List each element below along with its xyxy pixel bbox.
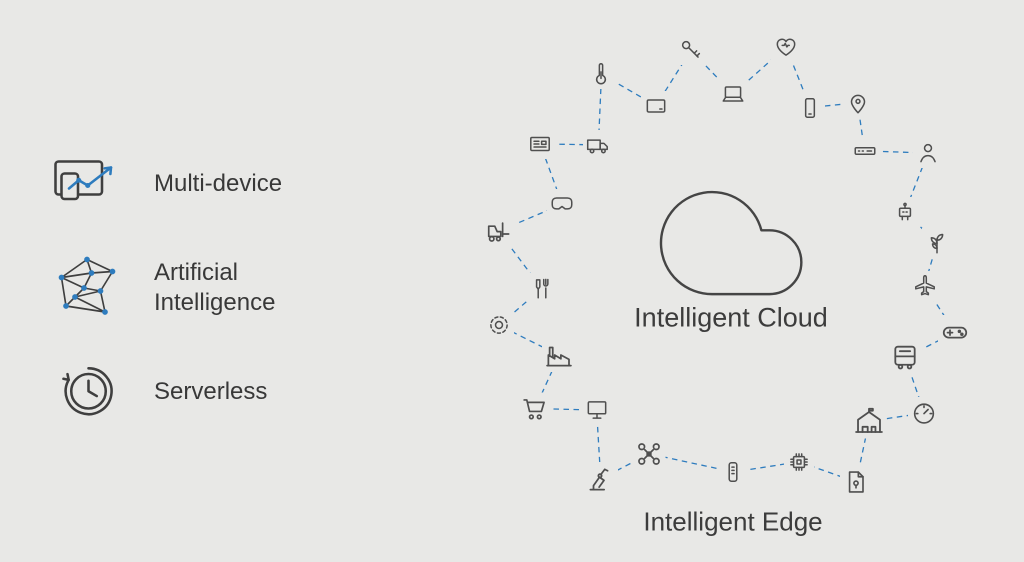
- legend-label-multi-device: Multi-device: [154, 170, 283, 197]
- legend-label-artificial-intelligence: Artificial Intelligence: [154, 259, 276, 316]
- artificial-intelligence-icon: [50, 252, 124, 324]
- airplane-icon: [909, 270, 940, 301]
- key-icon: [675, 35, 706, 66]
- router-icon: [849, 135, 880, 166]
- secure-document-icon: [840, 466, 873, 498]
- drone-icon: [632, 437, 666, 471]
- legend-item-artificial-intelligence: Artificial Intelligence: [50, 252, 329, 324]
- heart-monitor-icon: [771, 31, 802, 62]
- chip-icon: [784, 446, 815, 477]
- robot-arm-icon: [583, 461, 618, 496]
- serverless-icon: [50, 356, 124, 428]
- laptop-icon: [718, 79, 749, 110]
- forklift-icon: [482, 214, 516, 248]
- gear-icon: [484, 310, 515, 341]
- location-pin-icon: [842, 87, 873, 118]
- delivery-van-icon: [583, 129, 614, 160]
- shopping-cart-icon: [518, 392, 552, 425]
- plant-icon: [921, 227, 952, 258]
- intelligent-cloud-label: Intelligent Cloud: [634, 302, 828, 333]
- smartphone-icon: [795, 92, 826, 123]
- legend-label-serverless: Serverless: [154, 378, 268, 405]
- legend-item-multi-device: Multi-device: [50, 148, 329, 220]
- newspaper-icon: [525, 128, 556, 159]
- school-icon: [851, 403, 887, 439]
- tablet-icon: [640, 90, 671, 121]
- multi-device-icon: [50, 148, 124, 220]
- tools-icon: [526, 273, 557, 304]
- robot-icon: [889, 196, 920, 227]
- thermometer-icon: [586, 59, 617, 90]
- game-controller-icon: [938, 315, 973, 350]
- person-icon: [913, 138, 943, 169]
- legend: Multi-device Artificial Intelligence: [50, 148, 329, 428]
- scanner-icon: [718, 456, 749, 487]
- legend-item-serverless: Serverless: [50, 356, 329, 428]
- vr-headset-icon: [547, 189, 578, 220]
- gauge-icon: [908, 397, 941, 430]
- factory-icon: [542, 338, 577, 373]
- intelligent-cloud: Intelligent Cloud: [634, 183, 828, 334]
- bus-icon: [887, 339, 923, 375]
- monitor-icon: [581, 395, 612, 426]
- intelligent-edge-label: Intelligent Edge: [643, 506, 823, 537]
- cloud-icon: [659, 190, 803, 296]
